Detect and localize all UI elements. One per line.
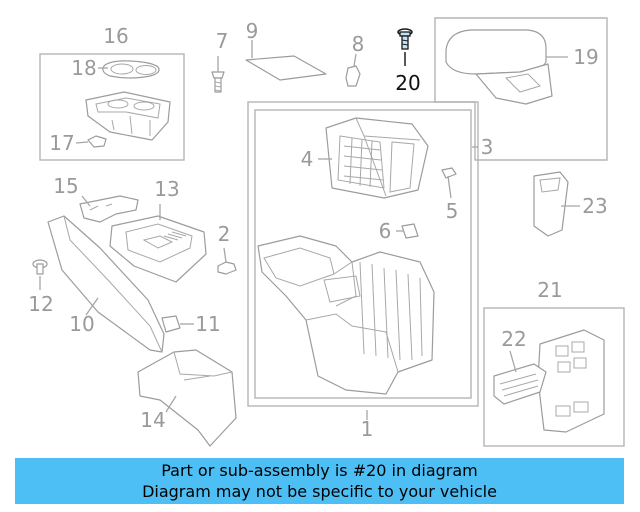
part-13-mounting-frame[interactable]: [109, 215, 207, 283]
info-banner: Part or sub-assembly is #20 in diagram D…: [15, 458, 624, 504]
banner-line-2: Diagram may not be specific to your vehi…: [142, 482, 497, 501]
callout-3: 3: [481, 135, 494, 159]
part-18-cupholder-insert[interactable]: [102, 60, 160, 79]
part-12-screw[interactable]: [32, 259, 48, 275]
callout-1: 1: [361, 417, 374, 441]
part-17-clip[interactable]: [87, 135, 107, 148]
callout-11: 11: [195, 312, 220, 336]
callout-20: 20: [395, 71, 420, 95]
part-4-storage-bin[interactable]: [325, 117, 429, 199]
callout-7: 7: [216, 29, 229, 53]
part-11-clip[interactable]: [161, 315, 181, 333]
callout-13: 13: [154, 177, 179, 201]
callout-16: 16: [103, 24, 128, 48]
part-9-pad[interactable]: [245, 55, 327, 81]
callout-18: 18: [71, 56, 96, 80]
group-box-1: [247, 101, 479, 407]
group-box-21: [483, 307, 625, 447]
callout-19: 19: [573, 45, 598, 69]
callout-15: 15: [53, 174, 78, 198]
callout-10: 10: [69, 312, 94, 336]
part-7-screw[interactable]: [211, 71, 225, 93]
part-23-duct[interactable]: [533, 171, 569, 237]
callout-21: 21: [537, 278, 562, 302]
part-19-armrest-lid[interactable]: [445, 29, 553, 105]
part-5-clip[interactable]: [441, 167, 457, 179]
callout-2: 2: [218, 222, 231, 246]
callout-17: 17: [49, 131, 74, 155]
part-16-cupholder-tray[interactable]: [85, 91, 171, 141]
group-box-16: [39, 53, 185, 161]
part-1-console-housing[interactable]: [257, 235, 435, 395]
part-22-vent[interactable]: [493, 363, 547, 405]
callout-4: 4: [301, 147, 314, 171]
part-8-clip[interactable]: [345, 65, 361, 87]
part-6-clip[interactable]: [401, 223, 419, 239]
callout-22: 22: [501, 327, 526, 351]
callout-8: 8: [352, 32, 365, 56]
part-21-rear-vent-panel[interactable]: [537, 329, 605, 433]
group-box-1-inner: [254, 109, 472, 399]
callout-14: 14: [140, 408, 165, 432]
part-10-side-panel[interactable]: [47, 215, 165, 353]
part-2-screw[interactable]: [217, 261, 237, 275]
callout-12: 12: [28, 292, 53, 316]
part-14-rear-panel[interactable]: [137, 349, 237, 447]
callout-5: 5: [446, 199, 459, 223]
callout-6: 6: [379, 219, 392, 243]
banner-line-1: Part or sub-assembly is #20 in diagram: [161, 461, 478, 480]
leader-lines: [39, 40, 580, 420]
part-20-bolt[interactable]: [397, 28, 413, 50]
callout-23: 23: [582, 194, 607, 218]
part-15-bracket[interactable]: [79, 195, 139, 223]
callout-9: 9: [246, 19, 259, 43]
